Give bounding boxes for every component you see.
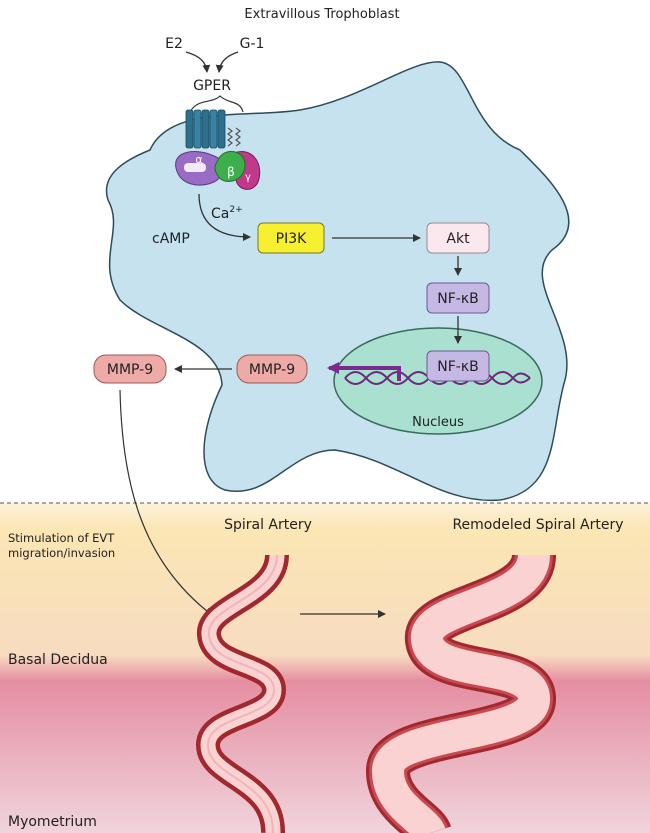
- mmp9-outer-label: MMP-9: [107, 362, 153, 378]
- pi3k-label: PI3K: [276, 231, 307, 247]
- camp-label: cAMP: [152, 231, 190, 247]
- gper-receptor: [185, 95, 244, 149]
- spiral-artery-label: Spiral Artery: [224, 517, 312, 533]
- g1-label: G-1: [240, 36, 265, 52]
- nfkb-cytoplasm-label: NF-κB: [437, 291, 478, 307]
- nfkb-nucleus-label: NF-κB: [437, 359, 478, 375]
- stimulation-note: Stimulation of EVT migration/invasion: [8, 531, 118, 560]
- trophoblast-cell: [105, 61, 570, 502]
- mmp9-inner-label: MMP-9: [249, 362, 295, 378]
- e2-arrow: [185, 51, 211, 73]
- e2-label: E2: [165, 36, 183, 52]
- nucleus-label: Nucleus: [412, 415, 464, 430]
- mmp9-inner-node: [236, 354, 308, 384]
- nfkb-cytoplasm-node: [426, 282, 490, 314]
- myometrium-label: Myometrium: [8, 814, 97, 830]
- akt-label: Akt: [446, 231, 470, 247]
- calcium-label: Ca2+: [211, 205, 243, 222]
- spiral-artery: [195, 553, 289, 833]
- gamma-subunit-label: γ: [245, 172, 251, 183]
- basal-decidua-label: Basal Decidua: [8, 652, 108, 668]
- mmp9-outer-node: [93, 354, 167, 384]
- g1-arrow: [215, 51, 239, 73]
- pi3k-node: [257, 222, 325, 254]
- remodeled-spiral-artery: [366, 551, 556, 833]
- alpha-subunit-label: α: [195, 153, 202, 166]
- beta-subunit-label: β: [227, 165, 235, 179]
- nfkb-nucleus-node: [426, 350, 490, 382]
- g-protein: α γ β: [175, 151, 261, 190]
- transcription-arrow: [327, 362, 401, 381]
- figure-title: Extravillous Trophoblast: [244, 7, 399, 22]
- mmp9-to-artery-arrow: [119, 389, 213, 616]
- akt-node: [426, 222, 490, 254]
- remodeled-artery-label: Remodeled Spiral Artery: [452, 517, 623, 533]
- gper-label: GPER: [193, 78, 231, 94]
- gprotein-to-pi3k-arrow: [198, 193, 251, 241]
